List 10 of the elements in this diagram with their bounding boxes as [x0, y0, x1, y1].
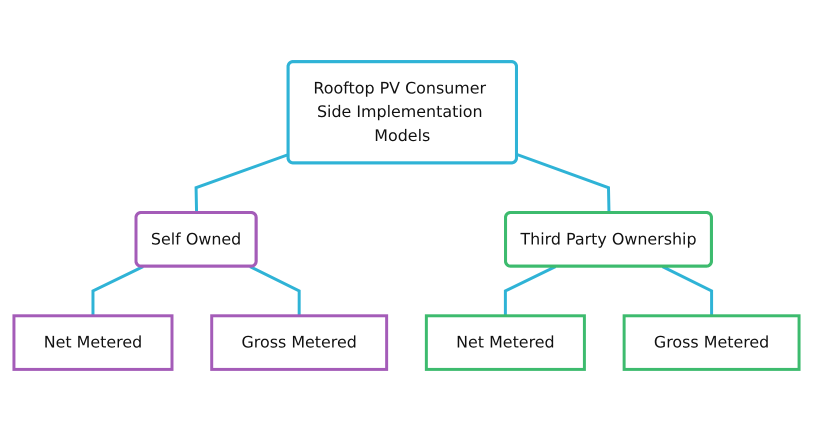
connector [504, 265, 556, 316]
connector [516, 153, 610, 214]
connector [662, 265, 714, 316]
node-box: Net Metered [424, 314, 586, 371]
node-box: Gross Metered [622, 314, 801, 371]
node-box: Gross Metered [210, 314, 388, 371]
connector [249, 265, 301, 316]
connector [91, 265, 144, 316]
connector [194, 153, 290, 214]
node-box: Net Metered [12, 314, 174, 371]
